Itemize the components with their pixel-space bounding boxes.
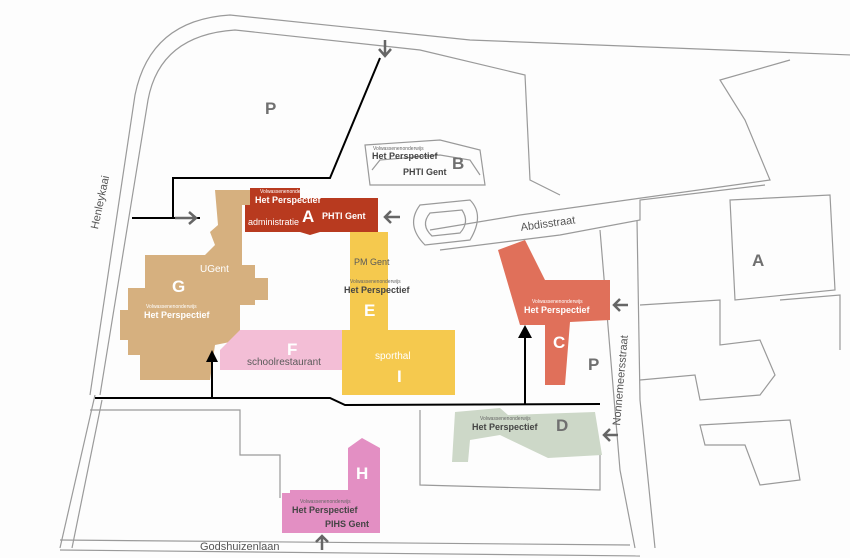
building-e-letter: E <box>364 301 376 320</box>
right-block-4 <box>779 294 841 350</box>
arrow-a <box>383 210 400 224</box>
arrows <box>175 40 628 550</box>
building-a-letter: A <box>302 207 315 226</box>
building-h-sub: Volwassenenonderwijs <box>300 499 351 505</box>
building-a-name2: PHTI Gent <box>322 211 366 221</box>
building-g-top: UGent <box>200 264 229 275</box>
building-g-shape <box>120 190 268 380</box>
street-label-godshuizenlaan: Godshuizenlaan <box>200 541 280 553</box>
building-h-name2: PIHS Gent <box>325 519 370 529</box>
building-c-sub: Volwassenenonderwijs <box>532 299 583 305</box>
arrow-top <box>378 40 392 58</box>
building-c-name: Het Perspectief <box>524 305 590 315</box>
bottom-road-2 <box>59 549 641 557</box>
building-i-letter: I <box>397 367 402 386</box>
loop-road <box>413 199 479 246</box>
street-outlines <box>59 14 850 557</box>
building-b-name: Het Perspectief <box>372 151 438 161</box>
arrow-d <box>602 428 618 442</box>
right-block-3 <box>699 419 801 486</box>
building-i-name: sporthal <box>375 351 411 362</box>
building-a-sub: Volwassenenonderwijs <box>260 189 311 195</box>
building-g-name: Het Perspectief <box>144 310 210 320</box>
right-road-right <box>636 219 656 549</box>
building-g-sub: Volwassenenonderwijs <box>146 304 197 310</box>
parking-label-1: P <box>265 99 277 118</box>
route-top <box>172 57 381 218</box>
outer-road-top <box>89 14 850 396</box>
building-b-sub: Volwassenenonderwijs <box>373 146 424 152</box>
arrow-c-entrance <box>518 325 532 338</box>
building-b-name2: PHTI Gent <box>403 167 447 177</box>
building-e-name: Het Perspectief <box>344 285 410 295</box>
building-f-letter: F <box>287 340 298 359</box>
building-a-extra: administratie <box>248 217 300 227</box>
loop-road-inner <box>424 209 467 237</box>
outer-road-top-inner <box>99 29 561 396</box>
building-h-shape <box>282 438 380 533</box>
abdisstraat-top <box>429 59 791 231</box>
building-b-letter: B <box>452 154 465 173</box>
arrow-left <box>175 211 198 225</box>
building-h-name: Het Perspectief <box>292 505 358 515</box>
building-h-letter: H <box>356 464 369 483</box>
right-block-2 <box>639 299 776 401</box>
building-f-shape <box>220 330 355 370</box>
left-road-inner <box>71 399 103 549</box>
building-e-top: PM Gent <box>354 257 390 267</box>
building-d-sub: Volwassenenonderwijs <box>480 416 531 422</box>
arrow-g-entrance <box>206 350 218 362</box>
building-e-shape <box>342 232 455 395</box>
building-c-shape <box>498 240 610 385</box>
building-d-shape <box>452 408 602 462</box>
building-d-letter: D <box>556 416 569 435</box>
arrow-h <box>315 534 329 550</box>
building-f-name: schoolrestaurant <box>247 357 321 368</box>
abdisstraat-bottom <box>439 184 766 251</box>
bottom-road <box>59 539 631 546</box>
building-d-name: Het Perspectief <box>472 422 538 432</box>
left-road <box>59 394 96 549</box>
building-e-sub: Volwassenenonderwijs <box>350 279 401 285</box>
building-c-letter: C <box>553 333 566 352</box>
arrow-c <box>612 298 628 312</box>
parking-label-2: P <box>588 355 600 374</box>
building-b-outline-2 <box>371 154 481 176</box>
building-g-letter: G <box>172 277 186 296</box>
building-a2-letter: A <box>752 251 765 270</box>
building-b-outline <box>364 139 486 186</box>
building-a-name: Het Perspectief <box>255 195 321 205</box>
right-block-1 <box>729 194 836 301</box>
building-a-shape <box>245 188 378 235</box>
buildings <box>120 188 610 533</box>
lower-lot <box>90 409 601 498</box>
